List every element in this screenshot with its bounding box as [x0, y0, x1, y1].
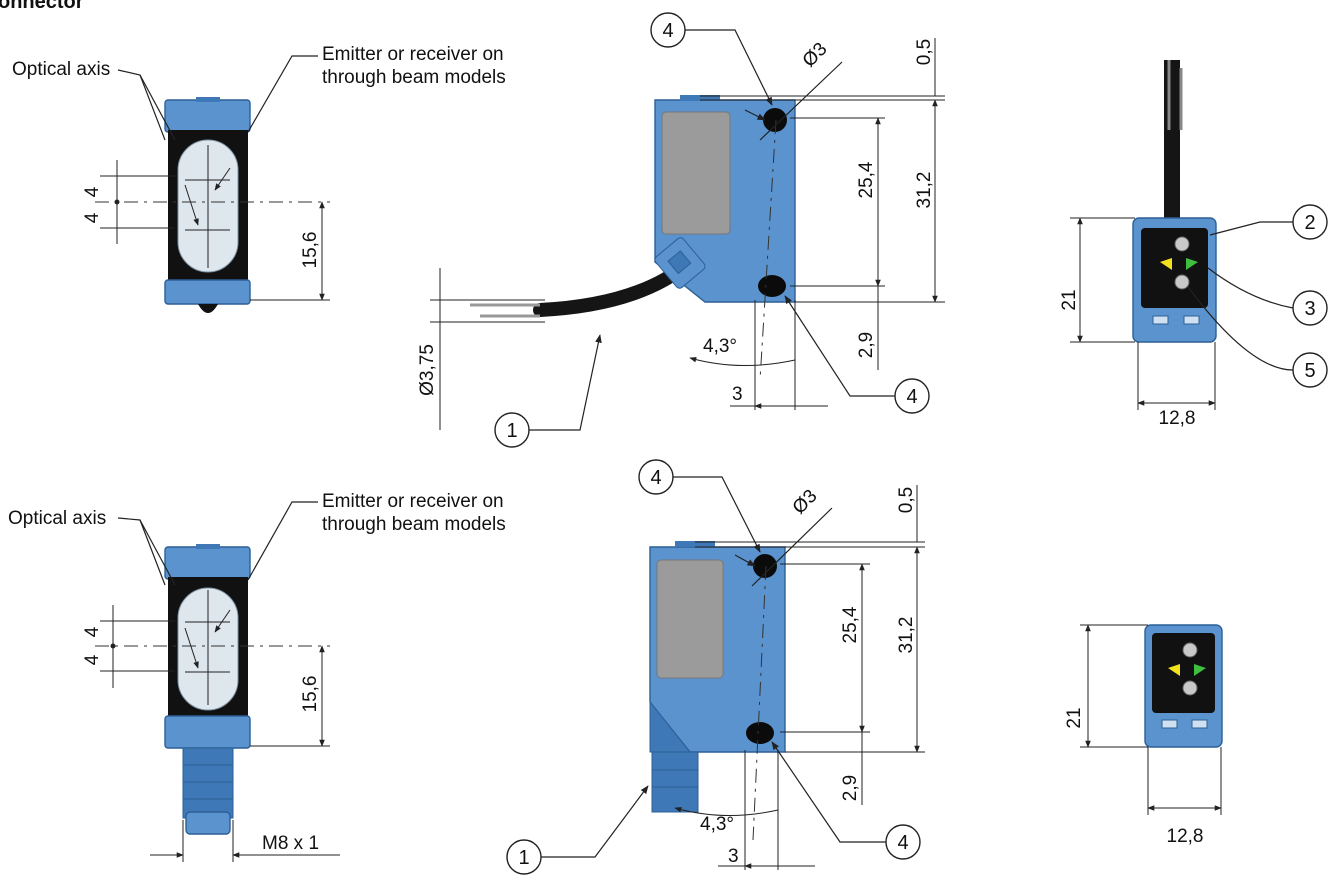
bottom-back-dim-12-8: 12,8: [1167, 826, 1204, 847]
top-back-dim-21: 21: [1059, 289, 1080, 310]
top-side-callout-1: [494, 412, 530, 448]
bottom-front-dim-m8: M8 x 1: [262, 833, 319, 854]
top-back-pot-lower: [1174, 274, 1190, 290]
top-back-callout-5: [1292, 352, 1328, 388]
top-side-dim-0-5: 0,5: [914, 39, 935, 65]
bottom-side-callout-4-bottom: [885, 824, 921, 860]
bottom-side-dim-2-9: 2,9: [840, 775, 861, 801]
bottom-side-dim-25-4: 25,4: [840, 606, 861, 643]
top-side-window: [661, 111, 731, 235]
bottom-front-dim-15-6: 15,6: [300, 676, 321, 713]
section-heading: onnector: [0, 0, 84, 13]
bottom-side-mounting-hole-upper: [753, 554, 777, 578]
top-back-callout-3-text: 3: [1304, 298, 1315, 320]
top-back-callout-2-text: 2: [1304, 212, 1315, 234]
bottom-back-pot-upper: [1182, 642, 1198, 658]
bottom-side-callout-4-top: [638, 459, 674, 495]
top-side-dim-31-2: 31,2: [914, 172, 935, 209]
bottom-front-housing-bottom: [164, 715, 251, 749]
top-side-dim-phi3: Ø3: [799, 39, 832, 72]
top-side-dim-25-4: 25,4: [856, 161, 877, 198]
bottom-side-dim-phi3: Ø3: [789, 486, 822, 519]
bottom-side-view: 0,5 25,4 31,2 2,9 Ø3 4,3° 3 1 4 4: [506, 459, 925, 875]
bottom-side-callout-1-text: 1: [518, 847, 529, 869]
top-side-callout-4-top: [650, 12, 686, 48]
bottom-side-callout-4-top-text: 4: [650, 467, 661, 489]
top-side-callout-4-top-text: 4: [662, 20, 673, 42]
top-back-pot-upper: [1174, 236, 1190, 252]
top-back-face: [1141, 228, 1208, 308]
top-side-callout-4-bottom-text: 4: [906, 386, 917, 408]
top-back-callout-5-text: 5: [1304, 360, 1315, 382]
top-side-dim-3: 3: [732, 384, 743, 405]
bottom-side-mounting-hole-lower: [746, 722, 774, 744]
top-front-dim-4a: 4: [82, 186, 103, 197]
bottom-front-view: 4 4 15,6 M8 x 1 Optical axis Emitter or …: [8, 491, 506, 862]
top-side-dim-2-9: 2,9: [856, 332, 877, 358]
top-back-callout-3: [1292, 290, 1328, 326]
top-back-led-green: [1186, 258, 1198, 270]
bottom-back-dim-21: 21: [1064, 707, 1085, 728]
top-side-view: Ø3,75 0,5 25,4 31,2 2,9 Ø3 4,3° 3 1: [417, 12, 945, 448]
top-back-led-yellow: [1160, 258, 1172, 270]
top-side-callout-4-bottom: [894, 378, 930, 414]
top-side-dim-phi3-75: Ø3,75: [417, 344, 438, 396]
top-front-emitter-label-line1: Emitter or receiver on: [322, 44, 504, 65]
bottom-side-dim-31-2: 31,2: [896, 617, 917, 654]
top-front-led-dome: [198, 304, 218, 313]
bottom-front-emitter-label-line1: Emitter or receiver on: [322, 491, 504, 512]
bottom-back-led-yellow: [1168, 664, 1180, 676]
bottom-side-callout-1: [506, 839, 542, 875]
bottom-back-led-green: [1194, 664, 1206, 676]
top-back-dim-12-8: 12,8: [1159, 408, 1196, 429]
top-front-housing-top: [164, 99, 251, 133]
top-front-emitter-label-line2: through beam models: [322, 67, 506, 88]
top-side-dim-4-3deg: 4,3°: [703, 336, 737, 357]
top-side-mounting-hole-lower: [758, 275, 786, 297]
top-back-view: 21 12,8 2 3 5: [1059, 60, 1328, 429]
bottom-back-pot-lower: [1182, 680, 1198, 696]
top-front-dim-4b: 4: [82, 212, 103, 223]
bottom-side-dim-3: 3: [728, 846, 739, 867]
top-front-optical-axis-label: Optical axis: [12, 59, 110, 80]
top-side-mounting-hole-upper: [763, 108, 787, 132]
bottom-front-housing-top: [164, 546, 251, 580]
top-front-housing-bottom: [164, 279, 251, 305]
top-side-callout-1-text: 1: [506, 420, 517, 442]
top-front-view: 4 4 15,6 Optical axis Emitter or receive…: [12, 44, 506, 313]
bottom-back-view: 21 12,8: [1064, 624, 1223, 847]
bottom-back-face: [1152, 633, 1215, 713]
bottom-side-callout-4-bottom-text: 4: [897, 832, 908, 854]
top-front-dim-15-6: 15,6: [300, 232, 321, 269]
bottom-front-dim-4b: 4: [82, 654, 103, 665]
bottom-front-m8-connector: [182, 747, 234, 819]
bottom-side-dim-4-3deg: 4,3°: [700, 814, 734, 835]
bottom-side-m8-connector: [651, 751, 699, 813]
top-back-callout-2: [1292, 204, 1328, 240]
bottom-side-dim-0-5: 0,5: [896, 487, 917, 513]
bottom-front-dim-4a: 4: [82, 626, 103, 637]
bottom-front-optical-axis-label: Optical axis: [8, 508, 106, 529]
bottom-front-emitter-label-line2: through beam models: [322, 514, 506, 535]
bottom-side-window: [656, 559, 724, 679]
